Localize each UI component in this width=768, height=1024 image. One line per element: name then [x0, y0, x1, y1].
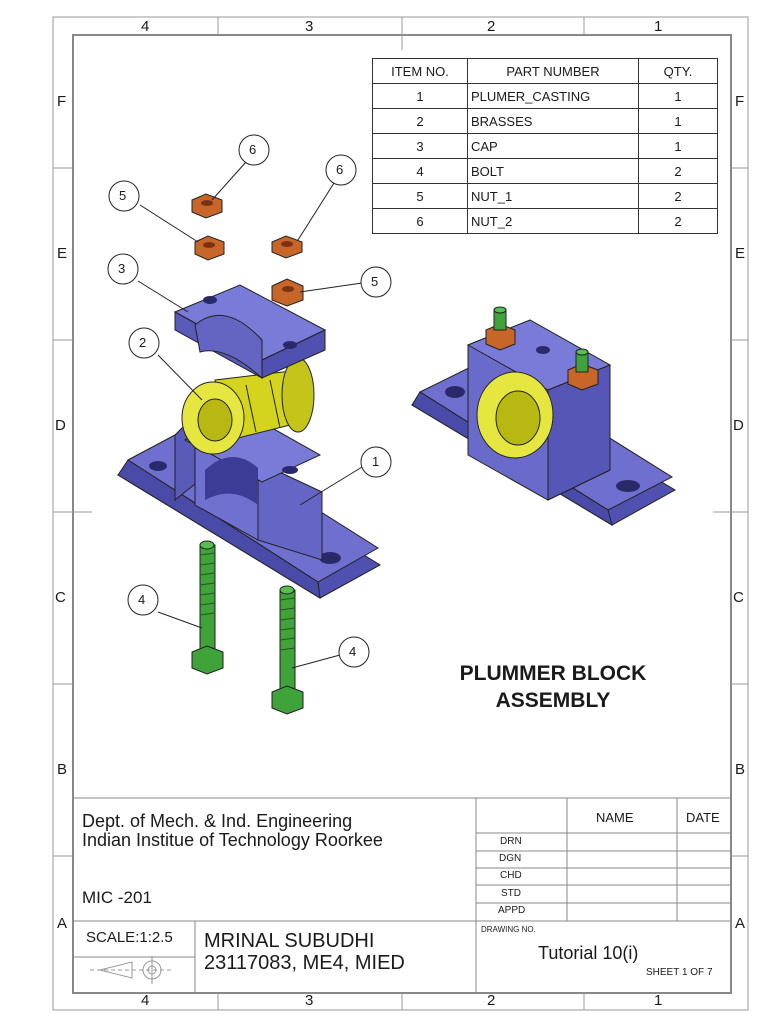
plummer-block-assembled [410, 306, 677, 527]
bom-item: 1 [372, 83, 468, 109]
balloons [107, 134, 392, 668]
zone-top-3: 3 [305, 18, 314, 35]
zone-right-E: E [735, 245, 746, 262]
role-chd: CHD [500, 870, 522, 881]
zone-left-E: E [57, 245, 68, 262]
bom-part: PLUMER_CASTING [467, 83, 639, 109]
bom-qty: 2 [638, 208, 718, 234]
balloon-label: 4 [349, 644, 357, 659]
zone-left-B: B [57, 761, 68, 778]
course-code: MIC -201 [82, 888, 152, 907]
role-appd: APPD [498, 905, 526, 916]
zone-left-A: A [57, 915, 68, 932]
balloon-label: 6 [336, 162, 344, 177]
drawing-title: PLUMMER BLOCK ASSEMBLY [438, 660, 668, 714]
zone-bottom-1: 1 [654, 992, 663, 1009]
bom-part: CAP [467, 133, 639, 159]
dept-line2: Indian Institue of Technology Roorkee [82, 830, 383, 850]
title-block-lines [73, 797, 731, 993]
bom-part: BRASSES [467, 108, 639, 134]
bom-header-qty: QTY. [638, 58, 718, 84]
role-drn: DRN [500, 836, 522, 847]
balloon-label: 6 [249, 142, 257, 157]
balloon-label: 3 [118, 261, 126, 276]
bom-header-part: PART NUMBER [467, 58, 639, 84]
dept-line1: Dept. of Mech. & Ind. Engineering [82, 811, 353, 831]
sheet-number: SHEET 1 OF 7 [646, 967, 713, 978]
zone-ticks [53, 17, 748, 1010]
cap-exploded [173, 284, 327, 380]
zone-bottom-3: 3 [305, 992, 314, 1009]
balloon-leaders [137, 161, 363, 669]
bom-item: 3 [372, 133, 468, 159]
nuts-exploded [191, 193, 304, 307]
plummer-casting-exploded [117, 408, 381, 599]
name-header: NAME [596, 810, 634, 825]
role-std: STD [501, 888, 521, 899]
bom-item: 5 [372, 183, 468, 209]
drawing-no: Tutorial 10(i) [538, 943, 639, 963]
bom-qty: 2 [638, 183, 718, 209]
drawing-no-label: DRAWING NO. [481, 925, 536, 934]
zone-top-1: 1 [654, 18, 663, 35]
bom-header-row: ITEM NO. PART NUMBER QTY. [372, 58, 718, 84]
zone-right-F: F [735, 93, 745, 110]
role-dgn: DGN [499, 853, 522, 864]
bom-qty: 1 [638, 133, 718, 159]
bom-qty: 1 [638, 83, 718, 109]
zone-left-F: F [57, 93, 67, 110]
author-name: MRINAL SUBUDHI [204, 930, 375, 952]
date-header: DATE [686, 810, 720, 825]
brasses-exploded [181, 357, 315, 455]
bom-item: 4 [372, 158, 468, 184]
balloon-label: 1 [372, 454, 380, 469]
author-info: 23117083, ME4, MIED [204, 952, 405, 974]
bom-qty: 2 [638, 158, 718, 184]
bom-qty: 1 [638, 108, 718, 134]
zone-right-C: C [733, 589, 744, 606]
zone-left-D: D [55, 417, 66, 434]
balloon-label: 5 [119, 188, 127, 203]
projection-symbol [90, 956, 172, 984]
drawing-title-line2: ASSEMBLY [495, 689, 611, 712]
zone-bottom-4: 4 [141, 992, 150, 1009]
zone-top-4: 4 [141, 18, 150, 35]
zone-left-C: C [55, 589, 66, 606]
balloon-label: 4 [138, 592, 146, 607]
bom-header-item: ITEM NO. [372, 58, 468, 84]
balloon-label: 5 [371, 274, 379, 289]
bom-part: NUT_1 [467, 183, 639, 209]
scale-label: SCALE:1:2.5 [86, 929, 173, 946]
zone-bottom-2: 2 [487, 992, 496, 1009]
zone-top-2: 2 [487, 18, 496, 35]
bolts-exploded [191, 540, 304, 715]
outer-border [52, 16, 749, 1011]
zone-right-A: A [735, 915, 746, 932]
balloon-label: 2 [139, 335, 147, 350]
zone-right-B: B [735, 761, 746, 778]
bom-item: 6 [372, 208, 468, 234]
bom-part: NUT_2 [467, 208, 639, 234]
bom-part: BOLT [467, 158, 639, 184]
zone-right-D: D [733, 417, 744, 434]
bom-item: 2 [372, 108, 468, 134]
drawing-title-line1: PLUMMER BLOCK [459, 662, 647, 685]
